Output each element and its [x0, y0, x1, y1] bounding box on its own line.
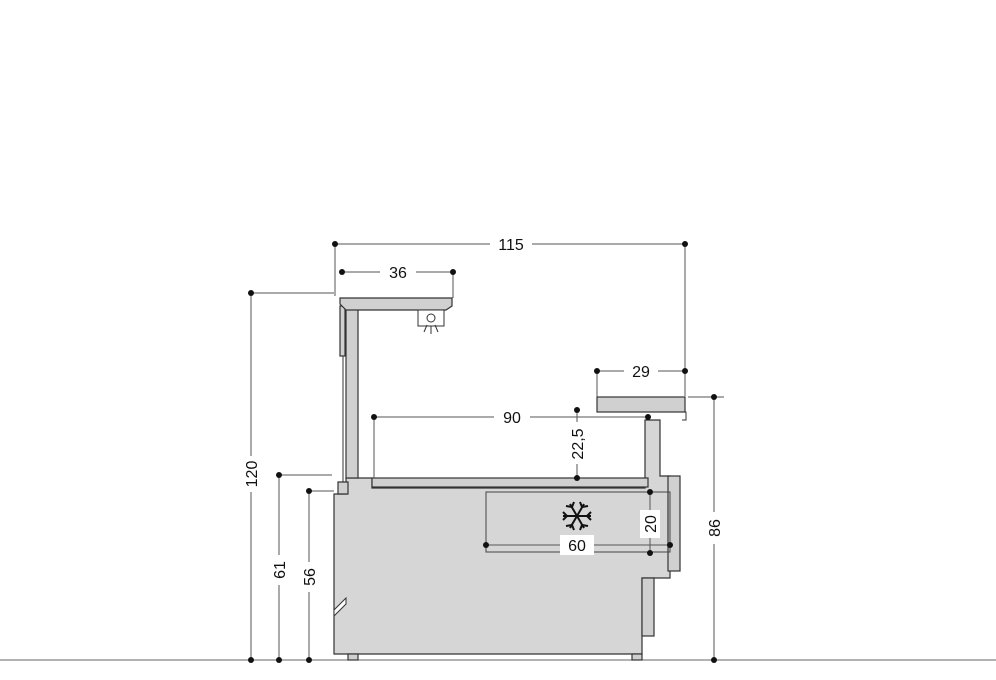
- label-display-height: 22,5: [570, 428, 587, 459]
- display-deck: [371, 477, 649, 488]
- label-front-height-56: 56: [302, 568, 319, 586]
- dimension-display-height: 22,5: [567, 407, 587, 481]
- label-storage-depth: 60: [568, 538, 586, 555]
- label-canopy-width: 36: [389, 265, 407, 282]
- dimension-canopy-width: 36: [339, 262, 456, 298]
- label-overall-height: 120: [244, 461, 261, 488]
- label-overall-width: 115: [498, 237, 524, 254]
- dimension-display-depth: 90: [371, 407, 651, 478]
- dimension-overall-width: 115: [332, 234, 688, 396]
- dimension-rear-height: 86: [688, 394, 724, 663]
- label-storage-height: 20: [643, 515, 660, 533]
- canopy: [339, 297, 453, 334]
- snowflake-icon: [562, 501, 592, 531]
- label-rear-height: 86: [707, 519, 724, 537]
- dimension-overall-height: 120: [241, 290, 334, 663]
- dimension-storage-depth: 60: [483, 535, 673, 555]
- dimension-storage-height: 20: [640, 489, 660, 556]
- label-front-height-61: 61: [272, 561, 289, 579]
- label-display-depth: 90: [503, 410, 521, 427]
- dimension-front-height-56: 56: [299, 488, 334, 663]
- front-profile: [337, 481, 349, 495]
- lamp-icon: [423, 313, 439, 334]
- rear-shelf: [596, 396, 687, 421]
- dimension-front-height-61: 61: [269, 472, 332, 663]
- front-glass: [339, 305, 359, 486]
- dimension-shelf-width: 29: [594, 361, 688, 397]
- counter-body: [333, 419, 681, 661]
- label-shelf-width: 29: [632, 364, 650, 381]
